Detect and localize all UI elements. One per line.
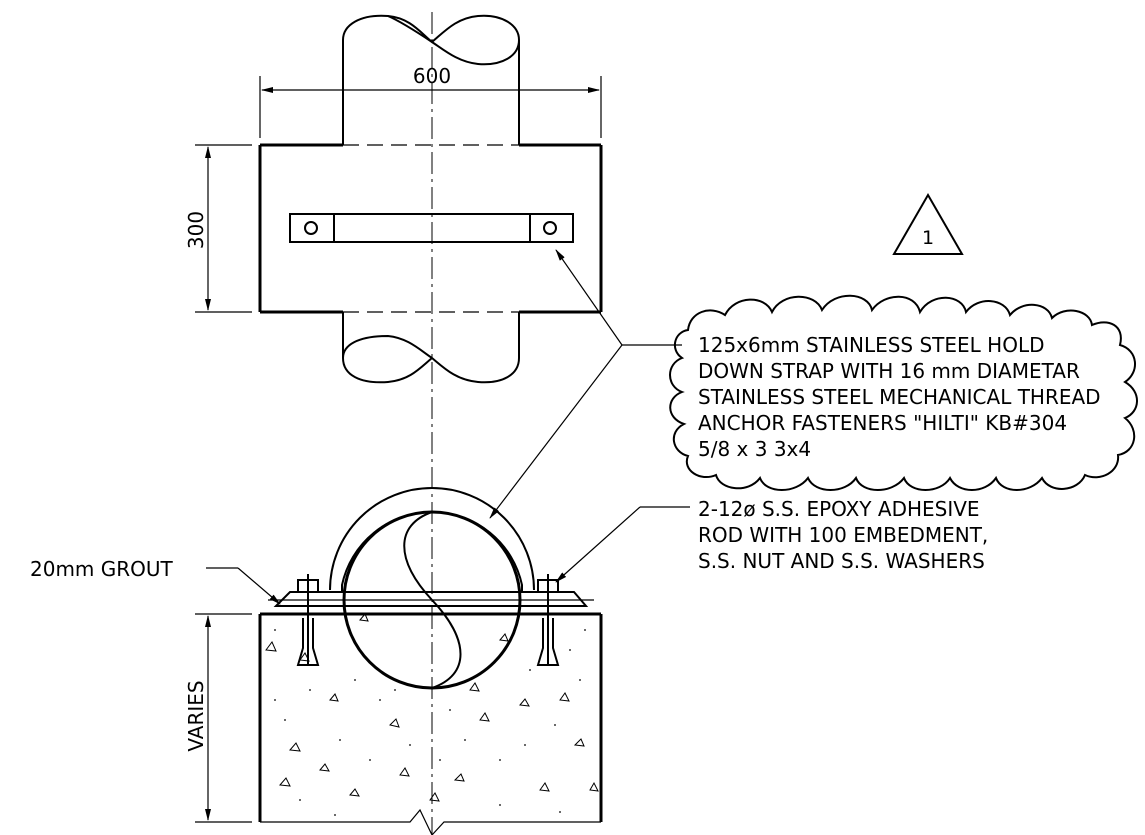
rod-note-text: 2-12ø S.S. EPOXY ADHESIVE ROD WITH 100 E… [698, 497, 995, 573]
hold-down-strap [289, 213, 574, 243]
anchor-wedge-left [296, 618, 320, 666]
rod-note-line-2: ROD WITH 100 EMBEDMENT, [698, 523, 988, 547]
strap-leader-plan [555, 249, 623, 346]
strap-note-line-4: ANCHOR FASTENERS "HILTI" KB#304 [698, 411, 1067, 435]
anchor-hole-right [543, 221, 557, 235]
dim-height-label: 300 [184, 211, 208, 249]
plan-view: 600 300 [184, 12, 603, 835]
strap-note-line-2: DOWN STRAP WITH 16 mm DIAMETAR [698, 359, 1080, 383]
revision-number: 1 [922, 227, 934, 249]
pipe-bottom-break-inner [342, 334, 433, 359]
rod-note-line-3: S.S. NUT AND S.S. WASHERS [698, 549, 985, 573]
pipe-top-break [342, 14, 520, 44]
strap-saddle-top [329, 487, 535, 591]
pipe-top-break-inner [387, 15, 520, 66]
grout-leader [237, 567, 281, 605]
dim-varies-label: VARIES [184, 680, 208, 751]
strap-leader-section [489, 344, 623, 519]
section-view: VARIES [184, 487, 603, 835]
grout-callout: 20mm GROUT [30, 557, 281, 605]
rod-callout: 2-12ø S.S. EPOXY ADHESIVE ROD WITH 100 E… [555, 497, 995, 583]
anchor-hole-left [304, 221, 318, 235]
concrete-hatch [265, 613, 599, 802]
strap-note-line-3: STAINLESS STEEL MECHANICAL THREAD [698, 385, 1101, 409]
rod-leader [555, 506, 641, 583]
grout-note-text: 20mm GROUT [30, 557, 174, 581]
revision-marker: 1 [892, 192, 964, 255]
revision-triangle [892, 192, 964, 255]
anchor-wedge-right [536, 618, 560, 666]
pipe-bottom-break [342, 356, 520, 384]
strap-note-text: 125x6mm STAINLESS STEEL HOLD DOWN STRAP … [698, 333, 1107, 461]
strap-callout-cloud: 125x6mm STAINLESS STEEL HOLD DOWN STRAP … [489, 249, 1138, 519]
pipe-section-s-curve [403, 511, 462, 689]
concrete-dots [274, 629, 586, 816]
dim-width-label: 600 [413, 64, 451, 88]
strap-note-line-1: 125x6mm STAINLESS STEEL HOLD [698, 333, 1045, 357]
strap-note-line-5: 5/8 x 3 3x4 [698, 437, 811, 461]
cloud-outline [669, 294, 1138, 491]
rod-note-line-1: 2-12ø S.S. EPOXY ADHESIVE [698, 497, 980, 521]
footing-break-line [260, 808, 601, 835]
